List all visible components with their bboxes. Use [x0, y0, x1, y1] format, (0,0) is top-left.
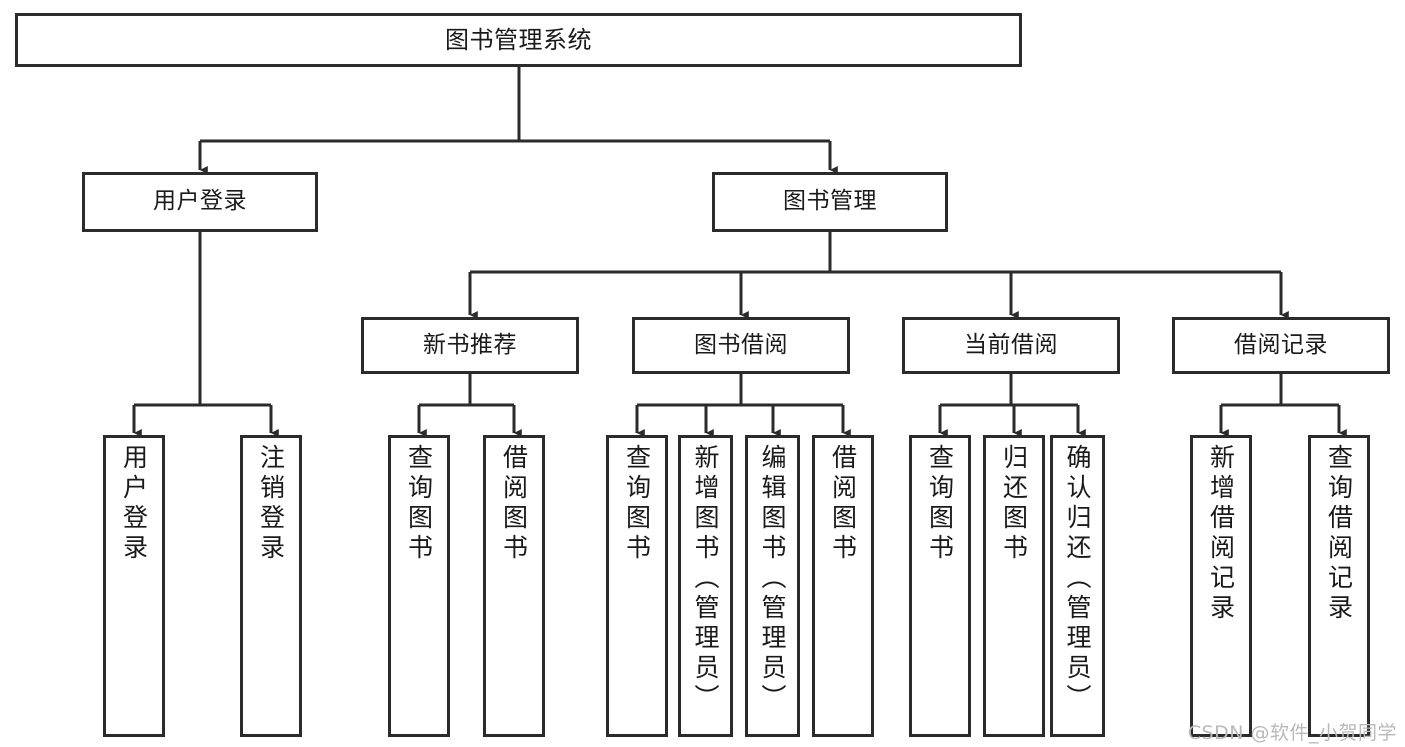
leaf-query-book-borrow[interactable]: 查询图书 [606, 435, 668, 737]
node-label: 用户登录 [153, 188, 247, 215]
leaf-return-book[interactable]: 归还图书 [983, 435, 1045, 737]
node-label: 查询图书 [622, 444, 652, 564]
node-book-management[interactable]: 图书管理 [712, 172, 948, 232]
leaf-edit-book-admin[interactable]: 编辑图书（管理员） [745, 435, 800, 737]
leaf-add-book-admin[interactable]: 新增图书（管理员） [678, 435, 733, 737]
node-root[interactable]: 图书管理系统 [15, 13, 1022, 67]
leaf-borrow-book[interactable]: 借阅图书 [812, 435, 874, 737]
node-label: 借阅图书 [828, 444, 858, 564]
node-label: 编辑图书（管理员） [758, 444, 787, 714]
leaf-logout[interactable]: 注销登录 [240, 435, 302, 737]
node-label: 借阅记录 [1234, 331, 1328, 358]
leaf-query-book-current[interactable]: 查询图书 [909, 435, 971, 737]
leaf-borrow-book-recommend[interactable]: 借阅图书 [483, 435, 545, 737]
leaf-user-login[interactable]: 用户登录 [103, 435, 165, 737]
leaf-add-borrow-record[interactable]: 新增借阅记录 [1190, 435, 1252, 737]
node-label: 新书推荐 [423, 331, 517, 358]
node-label: 当前借阅 [964, 331, 1058, 358]
leaf-query-book-recommend[interactable]: 查询图书 [388, 435, 450, 737]
node-label: 新增借阅记录 [1206, 444, 1236, 624]
node-label: 查询图书 [404, 444, 434, 564]
leaf-confirm-return-admin[interactable]: 确认归还（管理员） [1050, 435, 1105, 737]
node-label: 借阅图书 [499, 444, 529, 564]
node-label: 归还图书 [999, 444, 1029, 564]
node-label: 查询图书 [925, 444, 955, 564]
node-label: 图书管理 [783, 188, 877, 215]
node-label: 图书管理系统 [445, 25, 592, 54]
node-book-borrow[interactable]: 图书借阅 [632, 317, 850, 374]
node-new-book-recommend[interactable]: 新书推荐 [361, 317, 579, 374]
node-label: 图书借阅 [694, 331, 788, 358]
node-label: 注销登录 [256, 444, 286, 564]
watermark: CSDN @软件_小贺同学 [1187, 722, 1397, 744]
node-label: 确认归还（管理员） [1063, 444, 1092, 714]
node-label: 用户登录 [119, 444, 149, 564]
node-label: 查询借阅记录 [1324, 444, 1354, 624]
node-user-login[interactable]: 用户登录 [82, 172, 318, 232]
node-borrow-record[interactable]: 借阅记录 [1172, 317, 1390, 374]
leaf-query-borrow-record[interactable]: 查询借阅记录 [1308, 435, 1370, 737]
node-current-borrow[interactable]: 当前借阅 [902, 317, 1120, 374]
node-label: 新增图书（管理员） [691, 444, 720, 714]
